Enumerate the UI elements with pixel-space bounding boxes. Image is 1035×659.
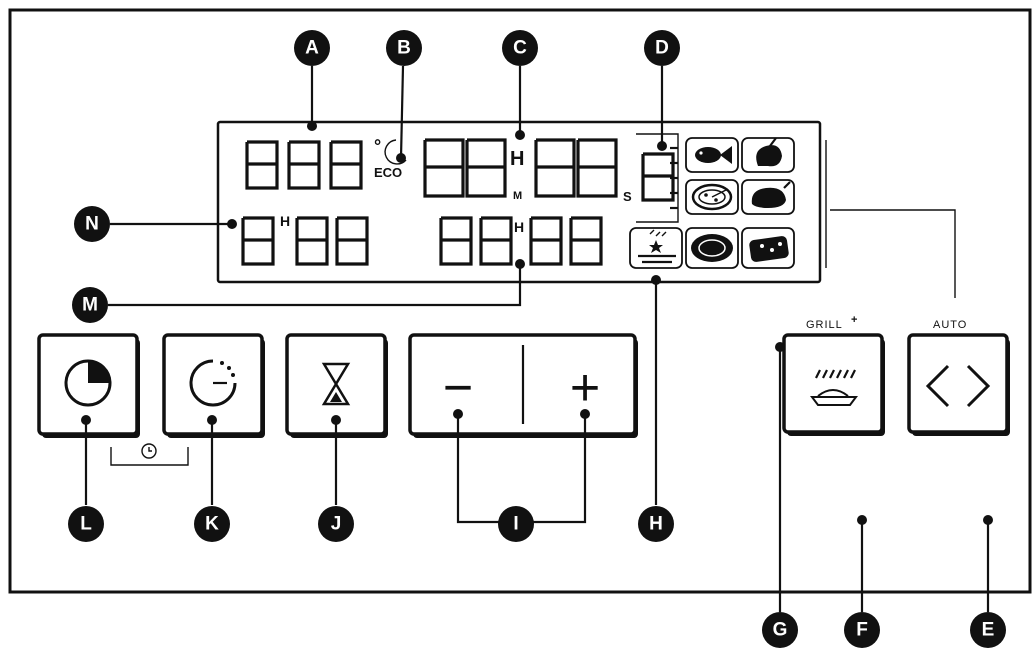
- hourglass-icon: [321, 362, 351, 406]
- svg-text:C: C: [513, 38, 527, 59]
- callout-C: C: [502, 30, 538, 66]
- chevrons-icon: [925, 364, 991, 408]
- plus-icon[interactable]: +: [570, 359, 600, 417]
- eco-label: ECO: [374, 165, 402, 180]
- lower-mid-hour-marker: H: [514, 219, 524, 235]
- lower-left-hour-marker: H: [280, 213, 290, 229]
- callout-D: D: [644, 30, 680, 66]
- svg-text:A: A: [305, 38, 319, 59]
- callout-B: B: [386, 30, 422, 66]
- star-grill-icon: [638, 229, 676, 264]
- svg-text:F: F: [856, 620, 868, 641]
- function-icons: [629, 137, 795, 269]
- auto-connector: [830, 209, 956, 298]
- svg-text:M: M: [82, 295, 98, 316]
- svg-text:E: E: [982, 620, 995, 641]
- grill-plus-label: +: [851, 314, 858, 326]
- temperature-digits: [245, 140, 363, 190]
- auto-label: AUTO: [933, 319, 967, 331]
- svg-text:N: N: [85, 214, 99, 235]
- callout-L: L: [68, 506, 104, 542]
- clock-timer-bracket: [110, 447, 189, 466]
- timer-icon: [189, 359, 237, 407]
- poultry-icon: [751, 181, 791, 208]
- svg-text:L: L: [80, 514, 92, 535]
- panel-outline: [8, 8, 1032, 594]
- svg-text:B: B: [397, 38, 411, 59]
- meat-icon: [756, 137, 782, 167]
- auto-button[interactable]: [907, 333, 1010, 436]
- callout-I: I: [498, 506, 534, 542]
- program-level-ticks: [670, 146, 678, 210]
- minus-plus-button[interactable]: − +: [408, 333, 638, 438]
- callout-E: E: [970, 612, 1006, 648]
- small-clock-icon: [141, 443, 157, 459]
- callout-A: A: [294, 30, 330, 66]
- lower-left-digits: [241, 216, 369, 266]
- timer-button[interactable]: [162, 333, 265, 438]
- callout-J: J: [318, 506, 354, 542]
- minute-marker: M: [513, 190, 522, 202]
- callout-G: G: [762, 612, 798, 648]
- degree-symbol: °: [374, 136, 381, 156]
- grill-label: GRILL: [806, 319, 843, 331]
- callout-N: N: [74, 206, 110, 242]
- crescent-icon: [384, 139, 407, 165]
- second-marker: S: [623, 189, 632, 204]
- clock-button[interactable]: [37, 333, 140, 438]
- svg-text:H: H: [649, 514, 663, 535]
- leader-lines: [81, 65, 993, 612]
- svg-text:D: D: [655, 38, 669, 59]
- svg-text:J: J: [331, 514, 342, 535]
- grill-button[interactable]: [782, 333, 885, 436]
- svg-text:K: K: [205, 514, 219, 535]
- gratin-icon: [749, 236, 789, 262]
- grill-icon: [810, 369, 858, 406]
- program-digit: [641, 152, 675, 202]
- callout-F: F: [844, 612, 880, 648]
- fish-icon: [695, 146, 732, 164]
- hour-marker: H: [510, 148, 524, 170]
- callout-M: M: [72, 287, 108, 323]
- svg-text:I: I: [513, 514, 518, 535]
- callout-K: K: [194, 506, 230, 542]
- svg-text:G: G: [773, 620, 788, 641]
- pizza-icon: [691, 183, 733, 211]
- hourglass-button[interactable]: [285, 333, 388, 438]
- callout-H: H: [638, 506, 674, 542]
- cake-icon: [691, 234, 733, 262]
- minus-icon[interactable]: −: [443, 359, 473, 417]
- clock-icon: [64, 359, 112, 407]
